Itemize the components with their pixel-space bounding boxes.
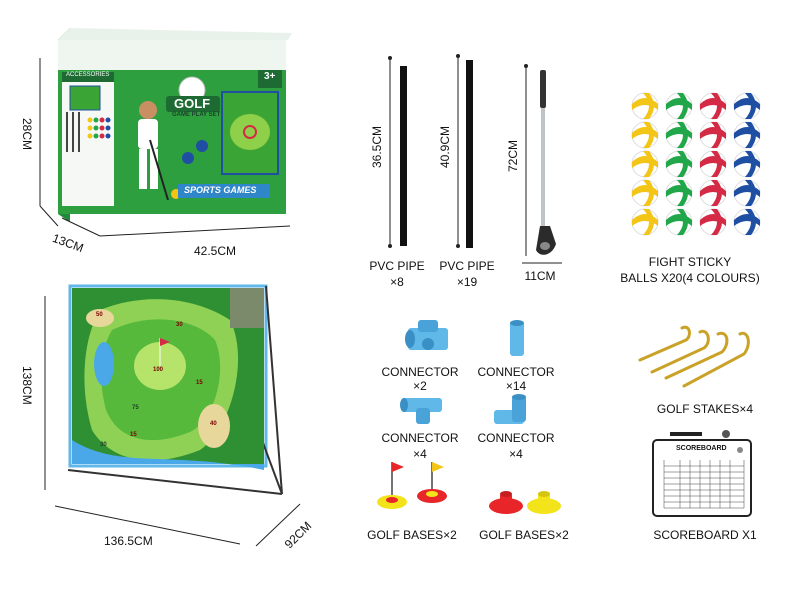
connector-4-qty: ×4 [509, 447, 523, 461]
sticky-ball [631, 208, 659, 236]
sticky-ball [733, 121, 761, 149]
target-score-15-right: 15 [196, 380, 203, 386]
pipe-1-name: PVC PIPE [369, 259, 425, 273]
sticky-ball [665, 92, 693, 120]
box-subtitle: GAME PLAY SET [172, 112, 221, 118]
sticky-ball [665, 208, 693, 236]
sticky-ball [665, 150, 693, 178]
sticky-ball [631, 150, 659, 178]
target-score-100: 100 [153, 367, 164, 373]
scoreboard-title: SCOREBOARD [676, 445, 727, 452]
sticky-ball [699, 92, 727, 120]
sticky-ball [631, 92, 659, 120]
target-score-30-top: 30 [176, 322, 183, 328]
sticky-ball [699, 179, 727, 207]
scoreboard-label: SCOREBOARD X1 [653, 528, 757, 542]
golf-bases-flags-label: GOLF BASES×2 [367, 528, 457, 542]
connector-3-qty: ×4 [413, 447, 427, 461]
sticky-ball [631, 179, 659, 207]
target-score-15-left: 15 [130, 432, 137, 438]
connector-1-qty: ×2 [413, 379, 427, 393]
box-accessories-label: ACCESSORIES [66, 72, 110, 78]
sticky-ball [699, 208, 727, 236]
sticky-ball [733, 92, 761, 120]
sticky-ball [631, 121, 659, 149]
connector-2-name: CONNECTOR [477, 365, 555, 379]
target-score-50: 50 [96, 312, 103, 318]
connector-1-name: CONNECTOR [381, 365, 459, 379]
target-height-dimension: 138CM [20, 366, 34, 405]
pipe-2-qty: ×19 [456, 275, 478, 289]
target-score-40: 40 [210, 421, 217, 427]
sticky-ball [699, 150, 727, 178]
sticky-ball [733, 179, 761, 207]
box-age-badge: 3+ [264, 71, 276, 82]
sticky-ball [699, 121, 727, 149]
golf-stakes-label: GOLF STAKES×4 [656, 402, 754, 416]
connector-4-name: CONNECTOR [477, 431, 555, 445]
pipe-2-name: PVC PIPE [439, 259, 495, 273]
connector-3-name: CONNECTOR [381, 431, 459, 445]
target-score-75: 75 [132, 405, 139, 411]
sticky-ball [665, 179, 693, 207]
sticky-balls-title-line1: FIGHT STICKY [648, 255, 732, 269]
box-width-dimension: 42.5CM [194, 244, 237, 258]
target-width-dimension: 136.5CM [104, 534, 153, 548]
sticky-balls-title-line2: BALLS X20(4 COLOURS) [620, 271, 760, 285]
pipe-1-qty: ×8 [390, 275, 404, 289]
golf-club-head-width: 11CM [524, 269, 556, 283]
box-sports-games: SPORTS GAMES [184, 185, 257, 195]
target-score-30-bottom: 30 [100, 442, 107, 448]
sticky-ball [733, 208, 761, 236]
golf-bases-tees-label: GOLF BASES×2 [479, 528, 569, 542]
sticky-ball [665, 121, 693, 149]
box-height-dimension: 28CM [20, 118, 34, 151]
box-title: GOLF [174, 96, 211, 111]
connector-2-qty: ×14 [505, 379, 527, 393]
sticky-ball [733, 150, 761, 178]
